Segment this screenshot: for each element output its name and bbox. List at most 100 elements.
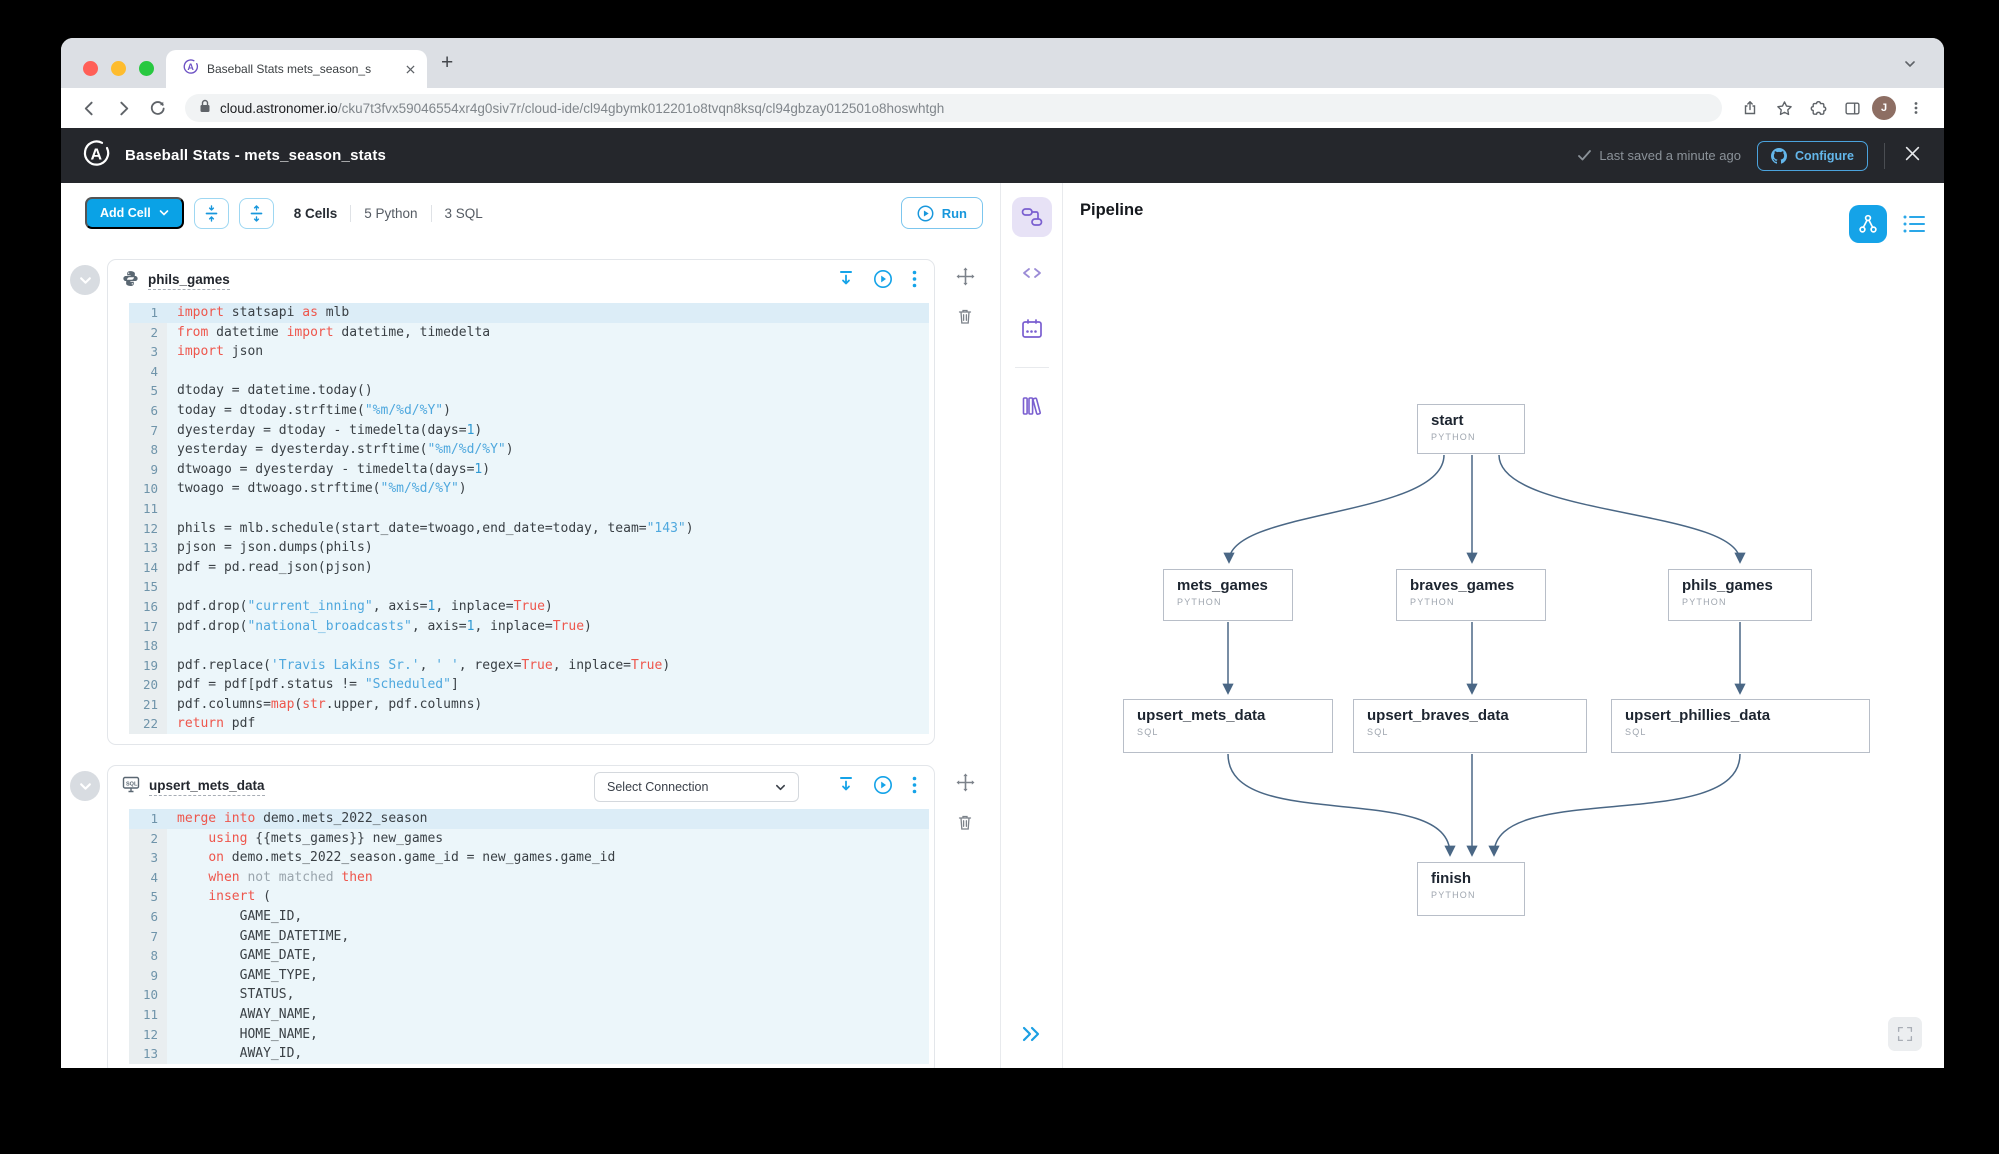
collapse-cell-button[interactable] — [70, 771, 100, 802]
run-button[interactable]: Run — [900, 197, 983, 229]
collapse-cell-button[interactable] — [70, 265, 100, 295]
code-line: 7 GAME_DATETIME, — [129, 926, 929, 947]
move-cell-handle-icon[interactable] — [956, 267, 975, 291]
rail-schedule-view-button[interactable] — [1012, 309, 1052, 349]
check-icon — [1578, 150, 1592, 161]
run-cell-icon[interactable] — [873, 775, 893, 800]
code-line: 5 insert ( — [129, 887, 929, 908]
line-number: 9 — [129, 459, 167, 480]
collapse-all-cells-button[interactable] — [193, 197, 229, 229]
run-cell-icon[interactable] — [873, 269, 893, 294]
extensions-puzzle-icon[interactable] — [1804, 94, 1832, 122]
line-number: 9 — [129, 965, 167, 986]
traffic-light-zoom[interactable] — [139, 61, 154, 76]
delete-cell-trash-icon[interactable] — [957, 308, 973, 330]
connection-select[interactable]: Select Connection — [594, 772, 799, 803]
profile-avatar[interactable]: J — [1872, 96, 1896, 120]
pipeline-panel: Pipeline — [1063, 183, 1944, 1068]
browser-navbar: cloud.astronomer.io/cku7t3fvx59046554xr4… — [61, 88, 1944, 128]
line-number: 3 — [129, 848, 167, 868]
configure-button[interactable]: Configure — [1756, 140, 1868, 171]
svg-text:A: A — [187, 62, 194, 72]
line-number: 12 — [129, 1024, 167, 1045]
pipeline-list-view-button[interactable] — [1902, 213, 1927, 240]
code-line: 4 when not matched then — [129, 867, 929, 888]
run-to-cell-icon[interactable] — [838, 776, 854, 798]
line-number: 17 — [129, 616, 167, 637]
rail-code-view-button[interactable] — [1012, 253, 1052, 293]
new-tab-button[interactable]: + — [441, 51, 454, 74]
cell-menu-kebab-icon[interactable] — [912, 776, 917, 799]
notebook-toolbar: Add Cell 8 Cells 5 Python 3 SQL — [61, 183, 1000, 245]
app-header: A Baseball Stats - mets_season_stats Las… — [61, 128, 1944, 183]
traffic-light-minimize[interactable] — [111, 61, 126, 76]
browser-tab[interactable]: A Baseball Stats mets_season_s — [166, 50, 427, 88]
view-rail — [1000, 183, 1063, 1068]
run-to-cell-icon[interactable] — [838, 270, 854, 292]
code-line: 11 — [129, 498, 929, 519]
line-number: 5 — [129, 381, 167, 401]
pipeline-title: Pipeline — [1080, 201, 1144, 219]
side-panel-icon[interactable] — [1838, 94, 1866, 122]
code-line: 6 GAME_ID, — [129, 907, 929, 927]
cell-title[interactable]: phils_games — [148, 272, 230, 290]
bookmark-star-icon[interactable] — [1770, 94, 1798, 122]
line-number: 12 — [129, 518, 167, 539]
delete-cell-trash-icon[interactable] — [957, 814, 973, 836]
back-icon[interactable] — [75, 94, 103, 122]
rail-divider — [1014, 367, 1049, 368]
line-number: 7 — [129, 420, 167, 441]
reload-icon[interactable] — [143, 94, 171, 122]
expand-all-cells-button[interactable] — [238, 197, 274, 229]
line-number: 1 — [129, 303, 167, 323]
svg-text:A: A — [91, 147, 103, 164]
move-cell-handle-icon[interactable] — [956, 773, 975, 797]
sql-count: 3 SQL — [444, 205, 483, 221]
traffic-light-close[interactable] — [83, 61, 98, 76]
line-number: 11 — [129, 498, 167, 519]
forward-icon[interactable] — [109, 94, 137, 122]
browser-menu-kebab-icon[interactable] — [1902, 94, 1930, 122]
add-cell-button[interactable]: Add Cell — [85, 197, 184, 229]
fullscreen-expand-icon[interactable] — [1888, 1017, 1922, 1051]
cell-title[interactable]: upsert_mets_data — [149, 778, 265, 797]
tab-close-icon[interactable] — [404, 61, 417, 78]
divider — [430, 204, 432, 222]
collapse-panel-chevrons-icon[interactable] — [1021, 1025, 1043, 1048]
cell-menu-kebab-icon[interactable] — [912, 270, 917, 293]
line-number: 14 — [129, 557, 167, 578]
url-bar[interactable]: cloud.astronomer.io/cku7t3fvx59046554xr4… — [185, 94, 1722, 122]
line-number: 20 — [129, 675, 167, 695]
line-number: 13 — [129, 1044, 167, 1064]
line-number: 3 — [129, 342, 167, 362]
browser-window: A Baseball Stats mets_season_s + cloud.a… — [61, 38, 1944, 1068]
tabstrip-chevron-down-icon[interactable] — [1904, 57, 1916, 75]
chevron-down-icon — [79, 276, 91, 284]
close-icon[interactable] — [1901, 146, 1924, 166]
share-icon[interactable] — [1736, 94, 1764, 122]
save-status: Last saved a minute ago — [1578, 148, 1741, 163]
code-line: 12 HOME_NAME, — [129, 1024, 929, 1045]
rail-library-view-button[interactable] — [1012, 386, 1052, 426]
rail-pipeline-view-button[interactable] — [1011, 197, 1052, 237]
line-number: 19 — [129, 655, 167, 676]
notebook-panel: Add Cell 8 Cells 5 Python 3 SQL — [61, 183, 1000, 1068]
pipeline-graph-view-button[interactable] — [1849, 205, 1887, 243]
